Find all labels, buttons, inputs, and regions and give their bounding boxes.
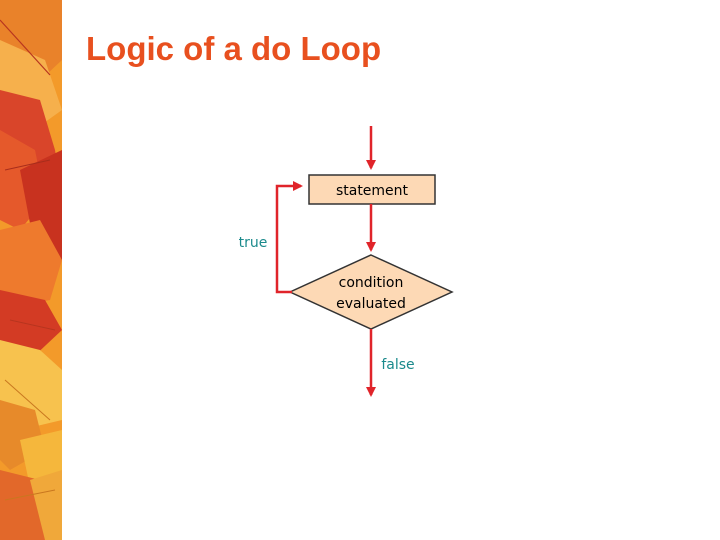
- condition-diamond: condition evaluated: [288, 254, 454, 330]
- statement-label: statement: [336, 183, 409, 199]
- false-label: false: [381, 357, 414, 373]
- true-label: true: [239, 235, 268, 251]
- condition-label-line1: condition: [339, 275, 404, 291]
- condition-label-line2: evaluated: [336, 296, 406, 312]
- true-loop-arrow: [275, 181, 303, 294]
- autumn-leaves-decoration: [0, 0, 62, 540]
- statement-box: statement: [308, 174, 436, 205]
- slide-title: Logic of a do Loop: [86, 30, 382, 67]
- leaves-image: [0, 0, 62, 540]
